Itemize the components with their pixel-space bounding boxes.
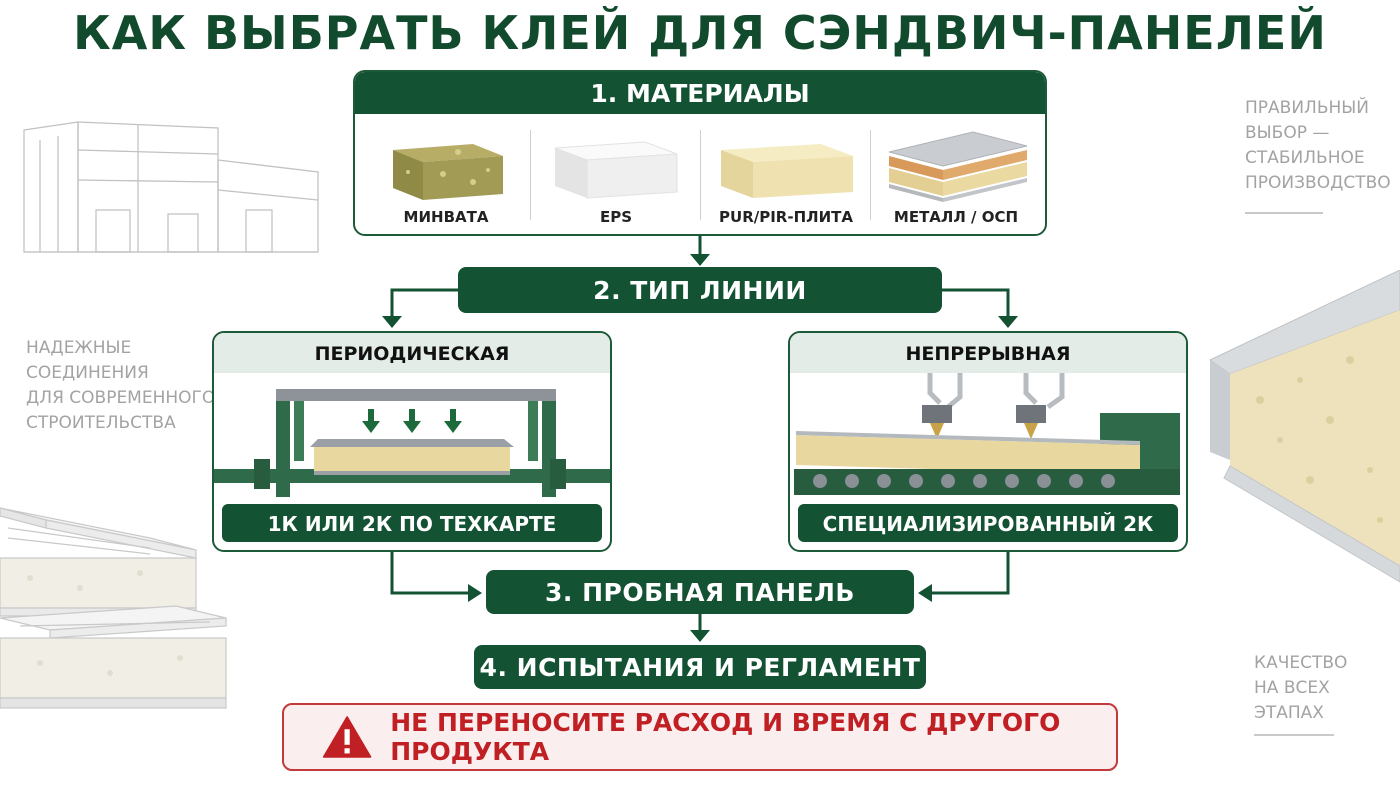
side-note-left: НАДЕЖНЫЕ СОЕДИНЕНИЯ ДЛЯ СОВРЕМЕННОГО СТР…: [26, 338, 216, 433]
sandwich-panel-illustration: [1200, 270, 1400, 610]
pur-pir-board-icon: [721, 144, 853, 198]
material-label: МЕТАЛЛ / ОСП: [893, 208, 1019, 226]
material-item: МИНВАТА: [363, 122, 529, 232]
warning-triangle-icon: [322, 716, 372, 758]
side-note-top-right: ПРАВИЛЬНЫЙ ВЫБОР — СТАБИЛЬНОЕ ПРОИЗВОДСТ…: [1245, 98, 1391, 193]
periodic-line-note: 1К ИЛИ 2К ПО ТЕХКАРТЕ: [222, 504, 602, 542]
material-label: EPS: [599, 208, 633, 226]
page-title: КАК ВЫБРАТЬ КЛЕЙ ДЛЯ СЭНДВИЧ-ПАНЕЛЕЙ: [73, 6, 1327, 60]
continuous-line-card: НЕПРЕРЫВНАЯ СПЕЦИАЛИЗИРОВАННЫЙ 2К: [788, 331, 1188, 552]
continuous-line-note: СПЕЦИАЛИЗИРОВАННЫЙ 2К: [798, 504, 1178, 542]
side-note-rule: [1245, 212, 1323, 214]
periodic-line-card: ПЕРИОДИЧЕСКАЯ 1К ИЛИ 2К ПО ТЕХКАРТЕ: [212, 331, 612, 552]
materials-card: 1. МАТЕРИАЛЫ МИНВАТА EPS PUR/PIR-ПЛИТА: [353, 70, 1047, 236]
warning-text: НЕ ПЕРЕНОСИТЕ РАСХОД И ВРЕМЯ С ДРУГОГО П…: [390, 708, 1061, 766]
continuous-line-title: НЕПРЕРЫВНАЯ: [790, 333, 1186, 373]
conveyor-line-icon: [794, 373, 1180, 495]
divider: [870, 130, 871, 220]
material-item: МЕТАЛЛ / ОСП: [873, 122, 1039, 232]
press-machine-icon: [214, 389, 610, 497]
metal-osb-layers-icon: [888, 131, 1028, 202]
periodic-line-title: ПЕРИОДИЧЕСКАЯ: [214, 333, 610, 373]
divider: [700, 130, 701, 220]
material-item: EPS: [533, 122, 699, 232]
mineral-wool-block-icon: [393, 144, 503, 200]
step1-header: 1. МАТЕРИАЛЫ: [355, 72, 1045, 114]
side-note-bottom-right: КАЧЕСТВО НА ВСЕХ ЭТАПАХ: [1254, 653, 1348, 723]
material-label: PUR/PIR-ПЛИТА: [719, 208, 853, 226]
building-illustration: [18, 110, 328, 260]
stacked-panels-illustration: [0, 498, 240, 726]
side-note-rule-bottom: [1254, 734, 1334, 736]
warning-banner: НЕ ПЕРЕНОСИТЕ РАСХОД И ВРЕМЯ С ДРУГОГО П…: [282, 703, 1118, 771]
step3-pill: 3. ПРОБНАЯ ПАНЕЛЬ: [486, 570, 914, 614]
step2-pill: 2. ТИП ЛИНИИ: [458, 267, 942, 313]
divider: [530, 130, 531, 220]
material-item: PUR/PIR-ПЛИТА: [703, 122, 869, 232]
material-label: МИНВАТА: [403, 208, 489, 226]
step4-pill: 4. ИСПЫТАНИЯ И РЕГЛАМЕНТ: [474, 645, 926, 689]
eps-foam-block-icon: [554, 141, 678, 199]
